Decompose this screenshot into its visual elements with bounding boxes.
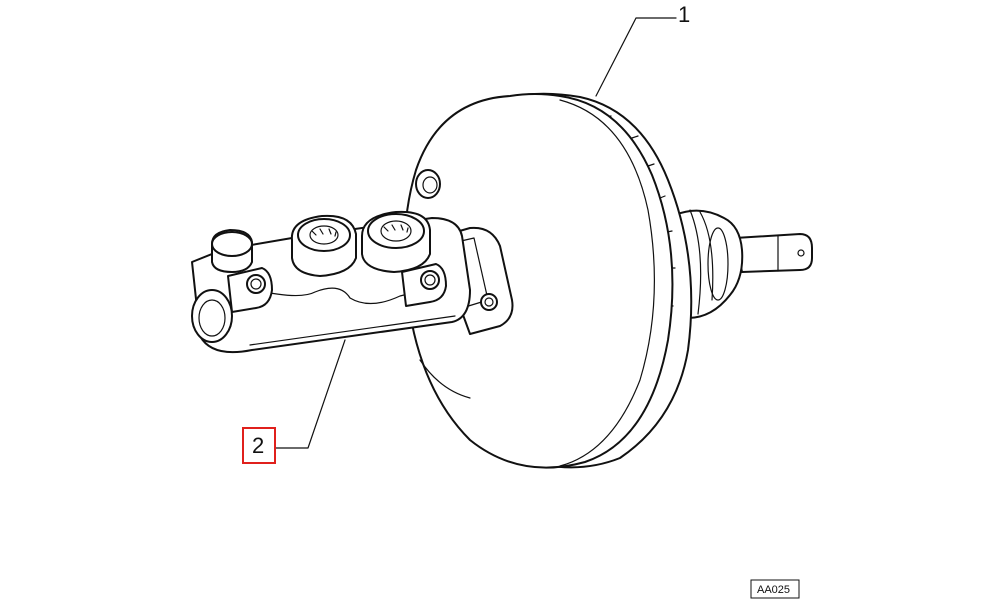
master-cylinder-drawing: [191, 210, 471, 354]
callout-2-leader: [275, 339, 346, 449]
brake-booster-drawing: [403, 92, 813, 469]
callout-1-number: 1: [678, 2, 690, 27]
callout-2-highlight-box: [242, 427, 276, 464]
reference-code-label: AA025: [750, 579, 800, 599]
callout-2[interactable]: 2: [242, 339, 346, 464]
callout-1-leader: [595, 17, 677, 97]
pushrod-clevis: [734, 233, 813, 273]
booster-front-face: [403, 93, 674, 469]
reservoir-boss-rear: [361, 210, 431, 273]
reservoir-boss-front: [290, 214, 357, 277]
master-cylinder-top-cap: [211, 229, 253, 273]
master-cylinder-end-plug: [191, 289, 233, 343]
reference-code-text: AA025: [757, 584, 790, 596]
booster-vacuum-port: [415, 169, 441, 199]
outlet-port-rear: [401, 263, 447, 307]
outlet-port-front: [227, 267, 273, 313]
callout-2-number: 2: [252, 433, 264, 458]
callout-1[interactable]: 1: [595, 2, 690, 97]
